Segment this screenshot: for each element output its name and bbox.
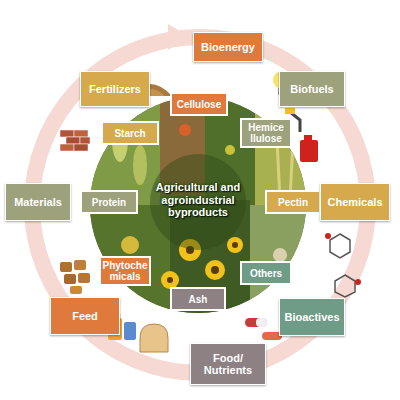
cycle-ring bbox=[32, 37, 368, 373]
box-label: Others bbox=[250, 268, 282, 279]
box-label: Materials bbox=[14, 196, 62, 208]
box-label: Protein bbox=[92, 197, 126, 208]
component-box: Starch bbox=[101, 121, 159, 145]
product-box: Bioactives bbox=[279, 298, 345, 336]
product-box: Materials bbox=[5, 183, 71, 221]
box-label: Food/ Nutrients bbox=[194, 352, 262, 376]
box-label: Chemicals bbox=[327, 196, 382, 208]
box-label: Ash bbox=[189, 294, 208, 305]
product-box: Feed bbox=[50, 297, 120, 335]
component-box: Protein bbox=[80, 190, 138, 214]
box-label: Fertilizers bbox=[89, 83, 141, 95]
bread-icon bbox=[140, 324, 168, 352]
cycle-arrowhead bbox=[168, 24, 190, 50]
component-box: Phytoche micals bbox=[99, 256, 151, 286]
component-box: Pectin bbox=[265, 190, 321, 214]
product-box: Bioenergy bbox=[193, 32, 263, 62]
box-label: Cellulose bbox=[177, 99, 221, 110]
box-label: Feed bbox=[72, 310, 98, 322]
chemical-structure-icon bbox=[325, 233, 361, 297]
pellets-icon bbox=[60, 260, 90, 294]
component-box: Hemice llulose bbox=[240, 118, 292, 148]
component-box: Ash bbox=[170, 287, 226, 311]
component-box: Others bbox=[240, 261, 292, 285]
box-label: Starch bbox=[114, 128, 145, 139]
box-label: Pectin bbox=[278, 197, 308, 208]
box-label: Bioactives bbox=[284, 311, 339, 323]
bricks-icon bbox=[60, 130, 90, 151]
product-box: Biofuels bbox=[279, 71, 345, 107]
pills-icon bbox=[245, 318, 282, 340]
crop-collage bbox=[85, 90, 315, 320]
product-box: Food/ Nutrients bbox=[190, 343, 266, 385]
box-label: Bioenergy bbox=[201, 41, 255, 53]
box-label: Phytoche micals bbox=[103, 260, 148, 282]
box-label: Hemice llulose bbox=[245, 122, 287, 144]
product-box: Fertilizers bbox=[80, 71, 150, 107]
box-label: Biofuels bbox=[290, 83, 333, 95]
center-title: Agricultural and agroindustrial byproduc… bbox=[142, 181, 254, 219]
product-box: Chemicals bbox=[320, 183, 390, 221]
component-box: Cellulose bbox=[170, 92, 228, 116]
